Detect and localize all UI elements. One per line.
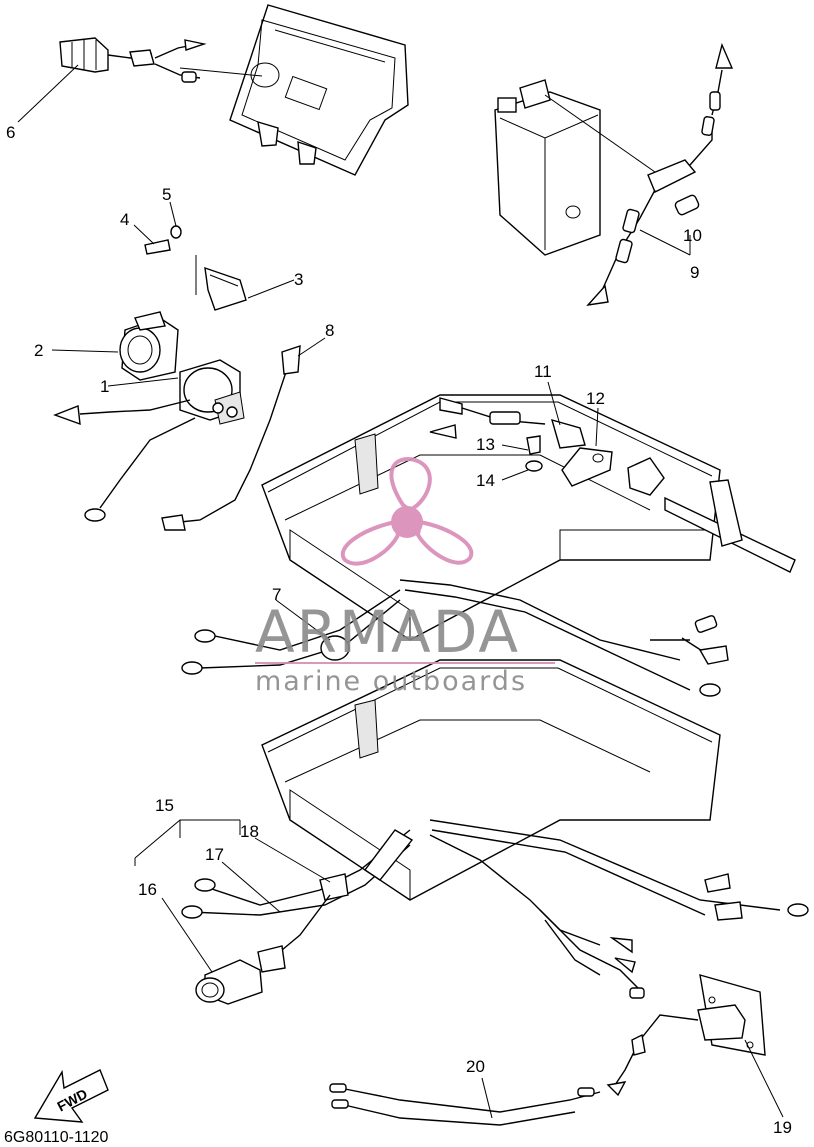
part-label-20: 20: [466, 1057, 485, 1076]
part-label-13: 13: [476, 435, 495, 454]
diagram-ref-code: 6G80110-1120: [4, 1129, 108, 1146]
fwd-arrow-icon: FWD: [33, 1069, 109, 1123]
part-label-4: 4: [120, 210, 129, 229]
part-label-6: 6: [6, 123, 15, 142]
part-label-17: 17: [205, 845, 224, 864]
part-label-9: 9: [690, 263, 699, 282]
part-label-15: 15: [155, 796, 174, 815]
part-label-3: 3: [294, 270, 303, 289]
part-label-5: 5: [162, 185, 171, 204]
part-labels: 1 2 3 4 5 6 7 8 9 10 11 12 13 14 15 16 1…: [6, 123, 792, 1137]
switch-plate-part: [329, 974, 766, 1126]
relay-box-part: [494, 42, 734, 306]
watermark-subtitle: marine outboards: [255, 666, 527, 697]
part-label-10: 10: [683, 226, 702, 245]
part-label-1: 1: [100, 377, 109, 396]
part-label-7: 7: [272, 585, 281, 604]
solenoid-assembly-part: [53, 225, 301, 531]
part-label-2: 2: [34, 341, 43, 360]
armada-watermark: ARMADA marine outboards: [255, 457, 555, 697]
part-label-8: 8: [325, 321, 334, 340]
part-label-12: 12: [586, 389, 605, 408]
part-label-18: 18: [240, 822, 259, 841]
switch-box-part: [59, 4, 409, 176]
lower-cowling-part: [134, 659, 809, 1005]
part-label-16: 16: [138, 880, 157, 899]
propeller-logo-icon: [341, 457, 474, 566]
part-label-14: 14: [476, 471, 495, 490]
part-label-11: 11: [534, 362, 552, 381]
leader-lines: [17, 64, 784, 1119]
part-label-19: 19: [773, 1118, 792, 1137]
upper-cowling-part: [181, 394, 796, 697]
watermark-title: ARMADA: [255, 598, 520, 666]
